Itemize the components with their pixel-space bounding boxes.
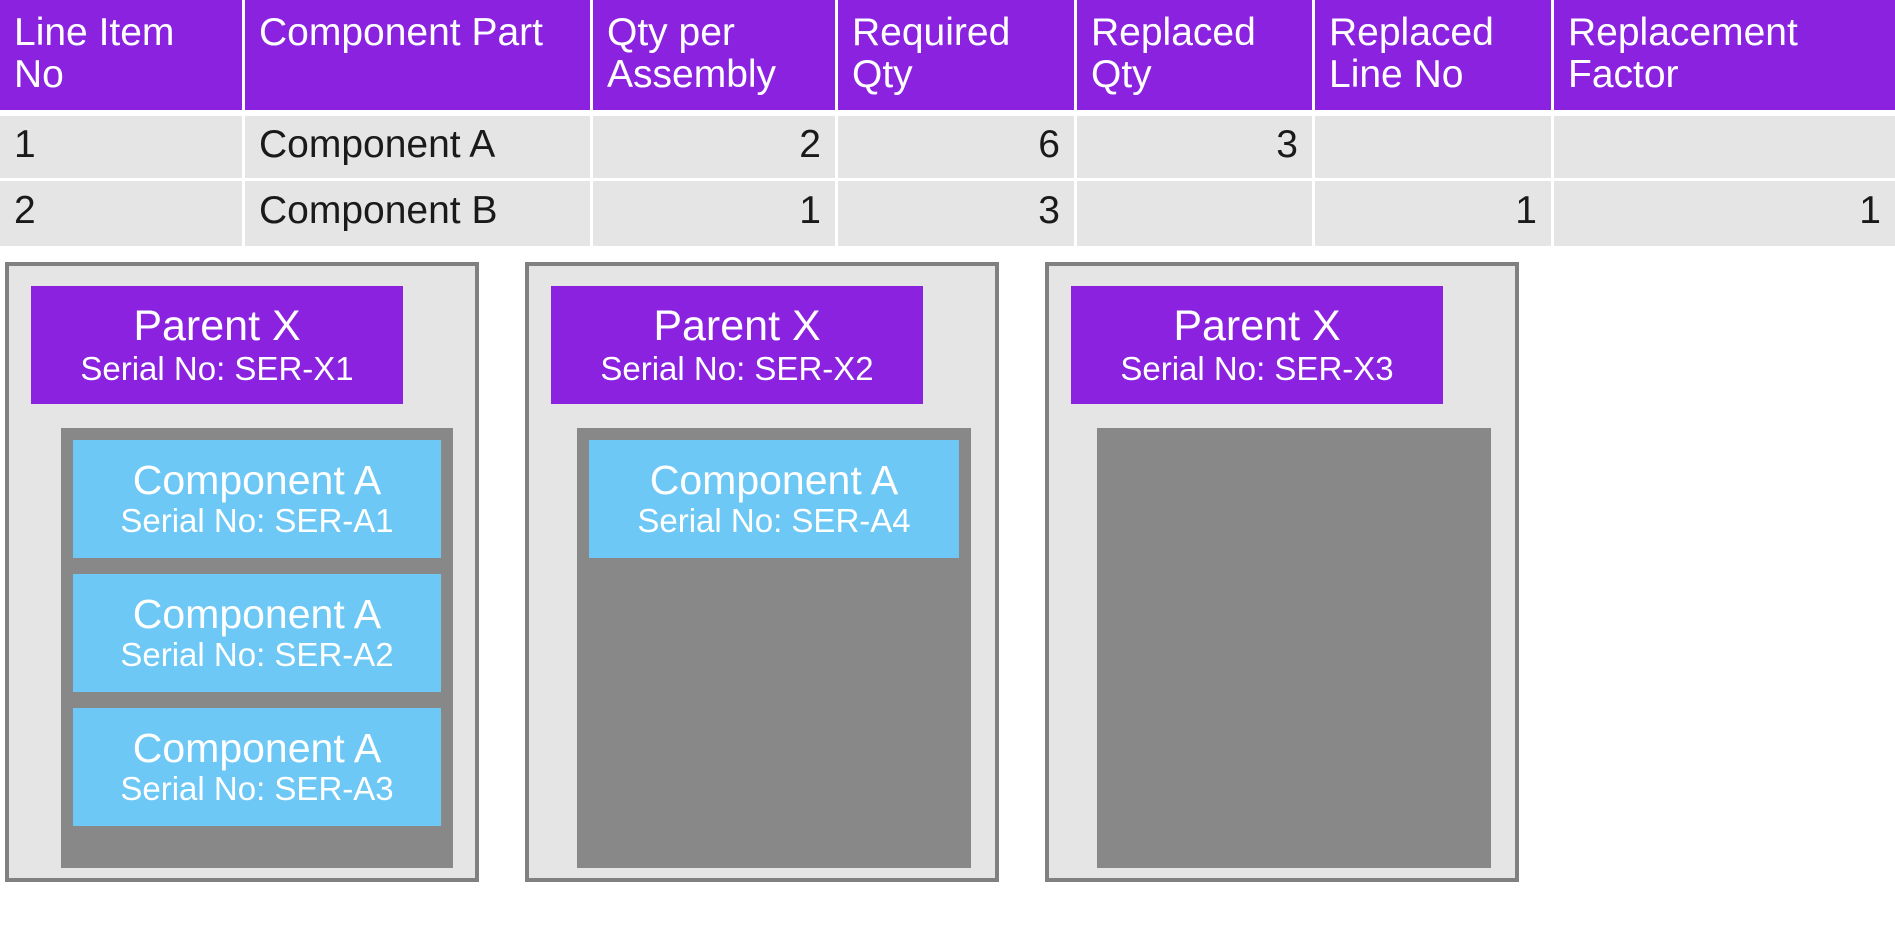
bom-table: Line Item No Component Part Qty per Asse… — [0, 0, 1895, 247]
component-slot-container-2: Component A Serial No: SER-A4 — [577, 428, 971, 869]
component-box: Component A Serial No: SER-A4 — [589, 440, 959, 559]
column-header-replaced-line-no: Replaced Line No — [1315, 0, 1554, 117]
cell-replaced-line-no — [1315, 116, 1554, 182]
parent-header-3: Parent X Serial No: SER-X3 — [1071, 286, 1443, 405]
component-title: Component A — [132, 725, 382, 772]
component-slot-container-1: Component A Serial No: SER-A1 Component … — [61, 428, 453, 869]
cell-qty-per-assembly: 1 — [593, 181, 838, 247]
component-title: Component A — [649, 457, 899, 504]
table-body: 1 Component A 2 6 3 2 Component B 1 3 1 … — [0, 116, 1895, 247]
component-box: Component A Serial No: SER-A1 — [73, 440, 441, 559]
cell-replacement-factor: 1 — [1554, 181, 1895, 247]
parent-panel-3: Parent X Serial No: SER-X3 — [1045, 262, 1519, 883]
column-header-component-part: Component Part — [245, 0, 593, 117]
parent-header-1: Parent X Serial No: SER-X1 — [31, 286, 403, 405]
table-row: 2 Component B 1 3 1 1 — [0, 181, 1895, 247]
column-header-replacement-factor: Replacement Factor — [1554, 0, 1895, 117]
component-serial: Serial No: SER-A2 — [120, 636, 394, 674]
parent-title: Parent X — [133, 301, 301, 350]
cell-replaced-line-no: 1 — [1315, 181, 1554, 247]
parent-header-2: Parent X Serial No: SER-X2 — [551, 286, 923, 405]
component-serial: Serial No: SER-A3 — [120, 770, 394, 808]
component-serial: Serial No: SER-A1 — [120, 502, 394, 540]
component-slot-container-3 — [1097, 428, 1491, 869]
cell-required-qty: 6 — [838, 116, 1077, 182]
column-header-line-item-no: Line Item No — [0, 0, 245, 117]
component-serial: Serial No: SER-A4 — [637, 502, 911, 540]
parent-panel-1: Parent X Serial No: SER-X1 Component A S… — [5, 262, 479, 883]
column-header-replaced-qty: Replaced Qty — [1077, 0, 1315, 117]
column-header-qty-per-assembly: Qty per Assembly — [593, 0, 838, 117]
component-box: Component A Serial No: SER-A2 — [73, 574, 441, 693]
table-header-row: Line Item No Component Part Qty per Asse… — [0, 0, 1895, 117]
parent-title: Parent X — [653, 301, 821, 350]
component-title: Component A — [132, 591, 382, 638]
cell-line-item-no: 2 — [0, 181, 245, 247]
parent-serial: Serial No: SER-X2 — [600, 349, 874, 387]
parent-title: Parent X — [1173, 301, 1341, 350]
cell-replaced-qty — [1077, 181, 1315, 247]
table-row: 1 Component A 2 6 3 — [0, 116, 1895, 182]
component-box: Component A Serial No: SER-A3 — [73, 708, 441, 827]
cell-required-qty: 3 — [838, 181, 1077, 247]
cell-qty-per-assembly: 2 — [593, 116, 838, 182]
parent-serial: Serial No: SER-X3 — [1120, 349, 1394, 387]
cell-replaced-qty: 3 — [1077, 116, 1315, 182]
component-title: Component A — [132, 457, 382, 504]
cell-replacement-factor — [1554, 116, 1895, 182]
assembly-diagram: Parent X Serial No: SER-X1 Component A S… — [0, 262, 1895, 892]
cell-line-item-no: 1 — [0, 116, 245, 182]
parent-panel-2: Parent X Serial No: SER-X2 Component A S… — [525, 262, 999, 883]
table-header: Line Item No Component Part Qty per Asse… — [0, 0, 1895, 117]
cell-component-part: Component A — [245, 116, 593, 182]
column-header-required-qty: Required Qty — [838, 0, 1077, 117]
cell-component-part: Component B — [245, 181, 593, 247]
parent-serial: Serial No: SER-X1 — [80, 349, 354, 387]
